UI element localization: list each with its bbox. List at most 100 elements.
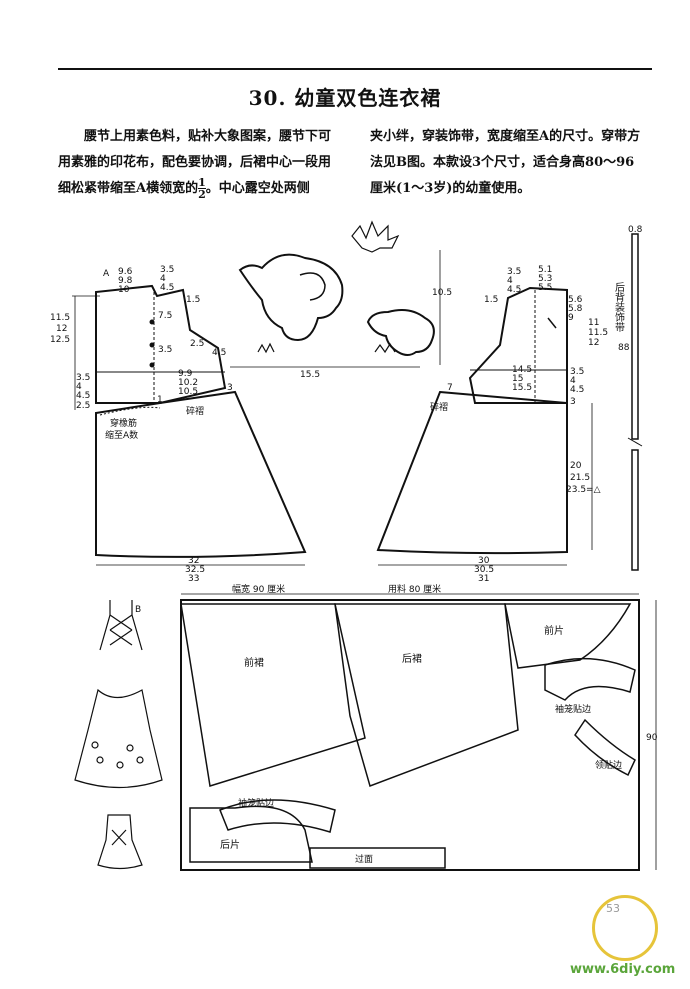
dim-label: 5.8 (568, 304, 583, 314)
piece-label: 领贴边 (595, 759, 622, 771)
piece-label: 前裙 (244, 656, 264, 669)
dim-label: 9.6 (118, 267, 133, 277)
piece-label: 过面 (355, 853, 373, 865)
back-skirt (376, 390, 593, 566)
dim-label: 1 (157, 395, 163, 405)
band-width: 0.8 (628, 225, 643, 235)
dim-label: 4.5 (570, 385, 584, 395)
dim-label: 20 (570, 461, 582, 471)
dim-label: 4 (160, 274, 166, 284)
piece-label: 前片 (544, 624, 564, 637)
dim-label: 4.5 (507, 285, 521, 295)
dim-label: 3.5 (158, 345, 172, 355)
dim-label: 5.5 (538, 283, 552, 293)
dim-label: 3.5 (570, 367, 584, 377)
dim-label: 11.5 (50, 313, 70, 323)
figure-b-label: B (135, 605, 141, 615)
cutting-layout (180, 593, 657, 871)
dim-label: 10.2 (178, 378, 198, 388)
front-label-a: A (103, 269, 110, 279)
para-line: 厘米(1～3岁)的幼童使用。 (370, 181, 531, 196)
dim-label: 9 (568, 313, 574, 323)
front-skirt (95, 390, 307, 566)
dim-label: 2.5 (76, 401, 90, 411)
dim-label: 15.5 (512, 383, 532, 393)
dim-label: 11 (588, 318, 599, 328)
dim-label: 3.5 (76, 373, 90, 383)
dim-label: 32 (188, 556, 199, 566)
dim-label: 12.5 (50, 335, 70, 345)
para-line: 夹小绊，穿装饰带，宽度缩至A的尺寸。穿带方 (370, 129, 641, 144)
dim-label: 12 (56, 324, 67, 334)
dim-label: 3 (227, 383, 233, 393)
intro-paragraph-right: 夹小绊，穿装饰带，宽度缩至A的尺寸。穿带方 法见B图。本款设3个尺寸，适合身高8… (370, 124, 670, 202)
dim-label: 30.5 (474, 565, 494, 575)
dim-label: 5.6 (568, 295, 583, 305)
dim-label: 23.5=△ (566, 485, 601, 495)
elastic-label: 穿橡筋 (110, 417, 137, 429)
gather-label: 碎褶 (430, 401, 448, 413)
para-line: 用素雅的印花布，配色要协调，后裙中心一段用 (58, 155, 332, 170)
dim-label: 15 (512, 374, 523, 384)
gather-label: 碎褶 (186, 405, 204, 417)
dim-label: 21.5 (570, 473, 590, 483)
dim-label: 3.5 (507, 267, 521, 277)
back-band (627, 233, 643, 571)
top-rule (58, 68, 652, 70)
piece-label: 袖笼贴边 (238, 797, 274, 809)
dim-label: 4.5 (212, 348, 226, 358)
dim-label: 7.5 (158, 311, 172, 321)
dim-label: 9.9 (178, 369, 193, 379)
back-bodice (468, 286, 568, 404)
dim-label: 4.5 (76, 391, 90, 401)
para-text: 。中心露空处两侧 (205, 181, 310, 196)
band-length: 88 (618, 343, 630, 353)
dim-label: 5.1 (538, 265, 552, 275)
fabric-width-label: 幅宽 90 厘米 (232, 583, 285, 595)
dim-label: 12 (588, 338, 599, 348)
motif-height: 10.5 (432, 288, 452, 298)
watermark-logo (592, 895, 658, 961)
elastic-detail: 缩至A数 (105, 429, 138, 441)
watermark-text: www.6diy.com (570, 962, 676, 977)
dim-label: 3 (570, 397, 576, 407)
dim-label: 9.8 (118, 276, 133, 286)
elephant-motif (230, 220, 441, 368)
garment-sketches (74, 600, 163, 870)
intro-paragraph-left: 腰节上用素色料，贴补大象图案，腰节下可 用素雅的印花布，配色要协调，后裙中心一段… (58, 124, 358, 202)
dim-label: 4 (76, 382, 82, 392)
dim-label: 5.3 (538, 274, 552, 284)
page-title: 30. 幼童双色连衣裙 (248, 86, 442, 110)
dim-label: 10 (118, 285, 130, 295)
para-line: 腰节上用素色料，贴补大象图案，腰节下可 (84, 129, 332, 144)
motif-width: 15.5 (300, 370, 320, 380)
dim-label: 4.5 (160, 283, 174, 293)
dim-label: 4 (570, 376, 576, 386)
dim-label: 11.5 (588, 328, 608, 338)
dim-label: 33 (188, 574, 199, 584)
para-line: 法见B图。本款设3个尺寸，适合身高80～96 (370, 155, 635, 170)
dim-label: 2.5 (190, 339, 204, 349)
piece-label: 后片 (220, 838, 240, 851)
dim-label: 10.5 (178, 387, 198, 397)
dim-label: 31 (478, 574, 489, 584)
dim-label: 1.5 (186, 295, 200, 305)
page-number: 53 (606, 902, 620, 915)
front-bodice (72, 284, 227, 410)
side-measure: 90 (646, 733, 658, 743)
dim-label: 14.5 (512, 365, 532, 375)
piece-label: 袖笼贴边 (555, 703, 591, 715)
fabric-usage-label: 用料 80 厘米 (388, 583, 441, 595)
para-text: 细松紧带缩至A横领宽的 (58, 181, 199, 196)
piece-label: 后裙 (402, 652, 422, 665)
dim-label: 3.5 (160, 265, 174, 275)
band-label: 后背装饰带 (613, 282, 625, 333)
dim-label: 7 (447, 383, 453, 393)
dim-label: 32.5 (185, 565, 205, 575)
dim-label: 4 (507, 276, 513, 286)
dim-label: 1.5 (484, 295, 498, 305)
dim-label: 30 (478, 556, 490, 566)
